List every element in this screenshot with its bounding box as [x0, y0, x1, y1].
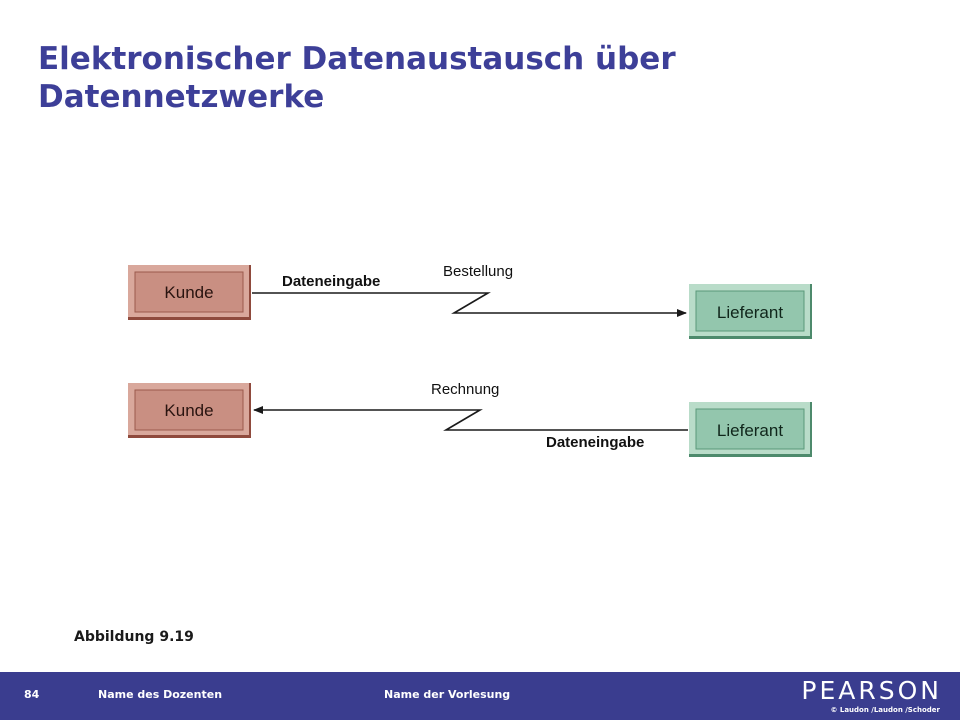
bottom-flow-arrow — [253, 406, 688, 431]
bottom-customer-label: Kunde — [164, 401, 213, 420]
top-supplier-box: Lieferant — [689, 284, 812, 339]
bottom-customer-box: Kunde — [128, 383, 251, 438]
top-entry-label: Dateneingabe — [282, 273, 380, 290]
course-name: Name der Vorlesung — [384, 688, 511, 701]
copyright-notice: © Laudon /Laudon /Schoder — [830, 706, 940, 714]
slide-title: Elektronischer Datenaustausch über Daten… — [38, 40, 918, 116]
bottom-document-label: Rechnung — [431, 381, 499, 398]
bottom-supplier-label: Lieferant — [717, 421, 783, 440]
bottom-supplier-box: Lieferant — [689, 402, 812, 457]
top-document-label: Bestellung — [443, 263, 513, 280]
top-customer-box: Kunde — [128, 265, 251, 320]
page-number: 84 — [24, 688, 40, 701]
slide-title-line2: Datennetzwerke — [38, 79, 325, 115]
pearson-logo: PEARSON — [801, 676, 942, 705]
top-supplier-label: Lieferant — [717, 303, 783, 322]
footer-bar: 84 Name des Dozenten Name der Vorlesung … — [0, 672, 960, 720]
bottom-entry-label: Dateneingabe — [546, 434, 644, 451]
lecturer-name: Name des Dozenten — [98, 688, 223, 701]
figure-caption: Abbildung 9.19 — [74, 629, 194, 645]
top-customer-label: Kunde — [164, 283, 213, 302]
top-flow-arrow — [252, 292, 687, 317]
slide-title-line1: Elektronischer Datenaustausch über — [38, 41, 676, 77]
